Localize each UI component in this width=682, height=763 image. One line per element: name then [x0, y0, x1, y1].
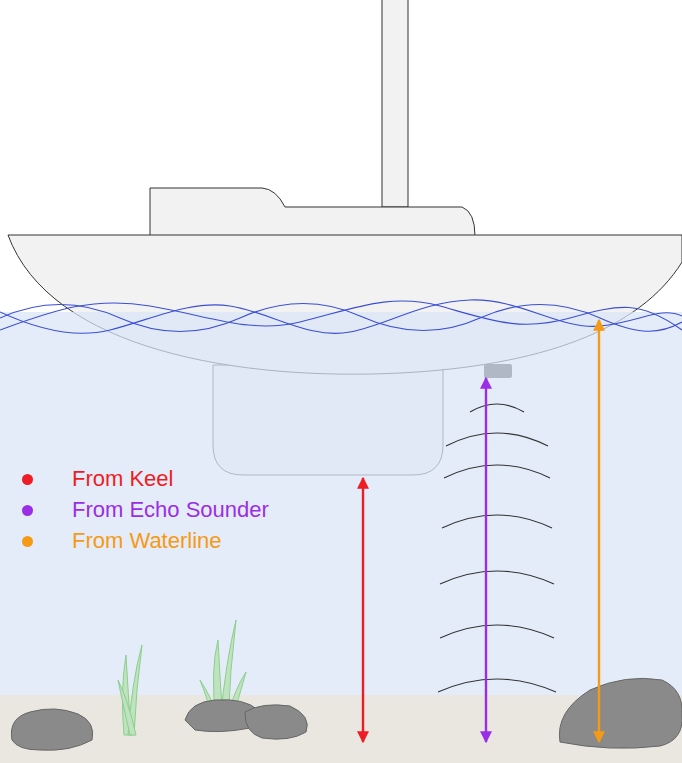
- legend-entry: From Keel: [22, 464, 269, 495]
- cabin: [150, 188, 475, 236]
- legend-swatch: [22, 536, 33, 547]
- legend: From KeelFrom Echo SounderFrom Waterline: [22, 464, 269, 557]
- sounder-depth-arrow: [485, 378, 487, 742]
- mast: [382, 0, 408, 207]
- legend-entry: From Waterline: [22, 526, 269, 557]
- legend-entry: From Echo Sounder: [22, 495, 269, 526]
- rocks: [11, 678, 682, 750]
- legend-label: From Waterline: [72, 529, 222, 553]
- water: [0, 312, 682, 763]
- legend-swatch: [22, 505, 33, 516]
- keel-depth-arrow: [362, 478, 364, 742]
- waterline-depth-arrow: [598, 320, 600, 742]
- legend-label: From Keel: [72, 467, 173, 491]
- legend-label: From Echo Sounder: [72, 498, 269, 522]
- waves: [0, 300, 682, 334]
- sonar-waves: [438, 404, 556, 692]
- legend-swatch: [22, 474, 33, 485]
